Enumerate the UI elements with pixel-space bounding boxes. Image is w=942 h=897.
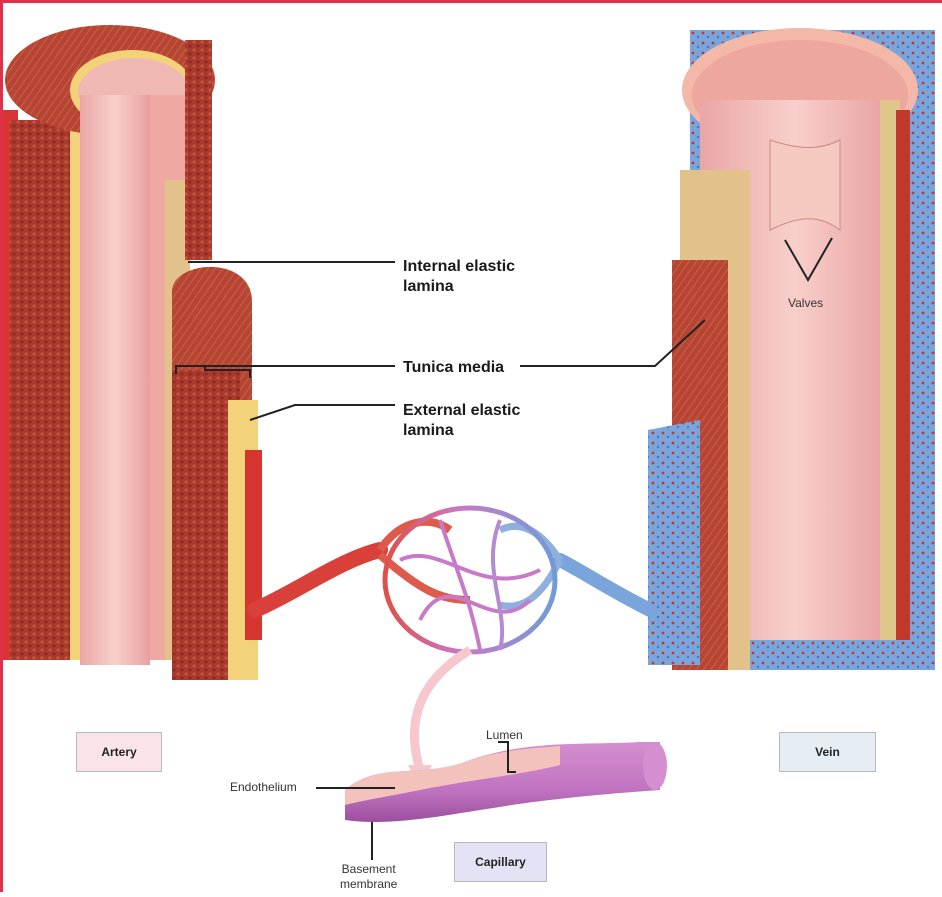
vein-box: Vein bbox=[779, 732, 876, 772]
label-endothelium: Endothelium bbox=[230, 780, 297, 794]
label-internal-elastic-lamina: Internal elastic lamina bbox=[403, 258, 516, 295]
label-tunica-media: Tunica media bbox=[403, 359, 505, 376]
capillary-network bbox=[247, 505, 657, 655]
leader-lines bbox=[175, 261, 706, 860]
label-lumen: Lumen bbox=[486, 728, 523, 742]
artery-box: Artery bbox=[76, 732, 162, 772]
zoom-arrow bbox=[409, 646, 473, 772]
label-basement-membrane: Basement membrane bbox=[340, 862, 398, 891]
capillary-tube bbox=[345, 742, 667, 822]
capillary-box: Capillary bbox=[454, 842, 547, 882]
vein-illustration bbox=[648, 28, 935, 670]
label-valves: Valves bbox=[788, 296, 824, 310]
artery-illustration bbox=[2, 25, 262, 680]
label-external-elastic-lamina: External elastic lamina bbox=[403, 402, 521, 439]
